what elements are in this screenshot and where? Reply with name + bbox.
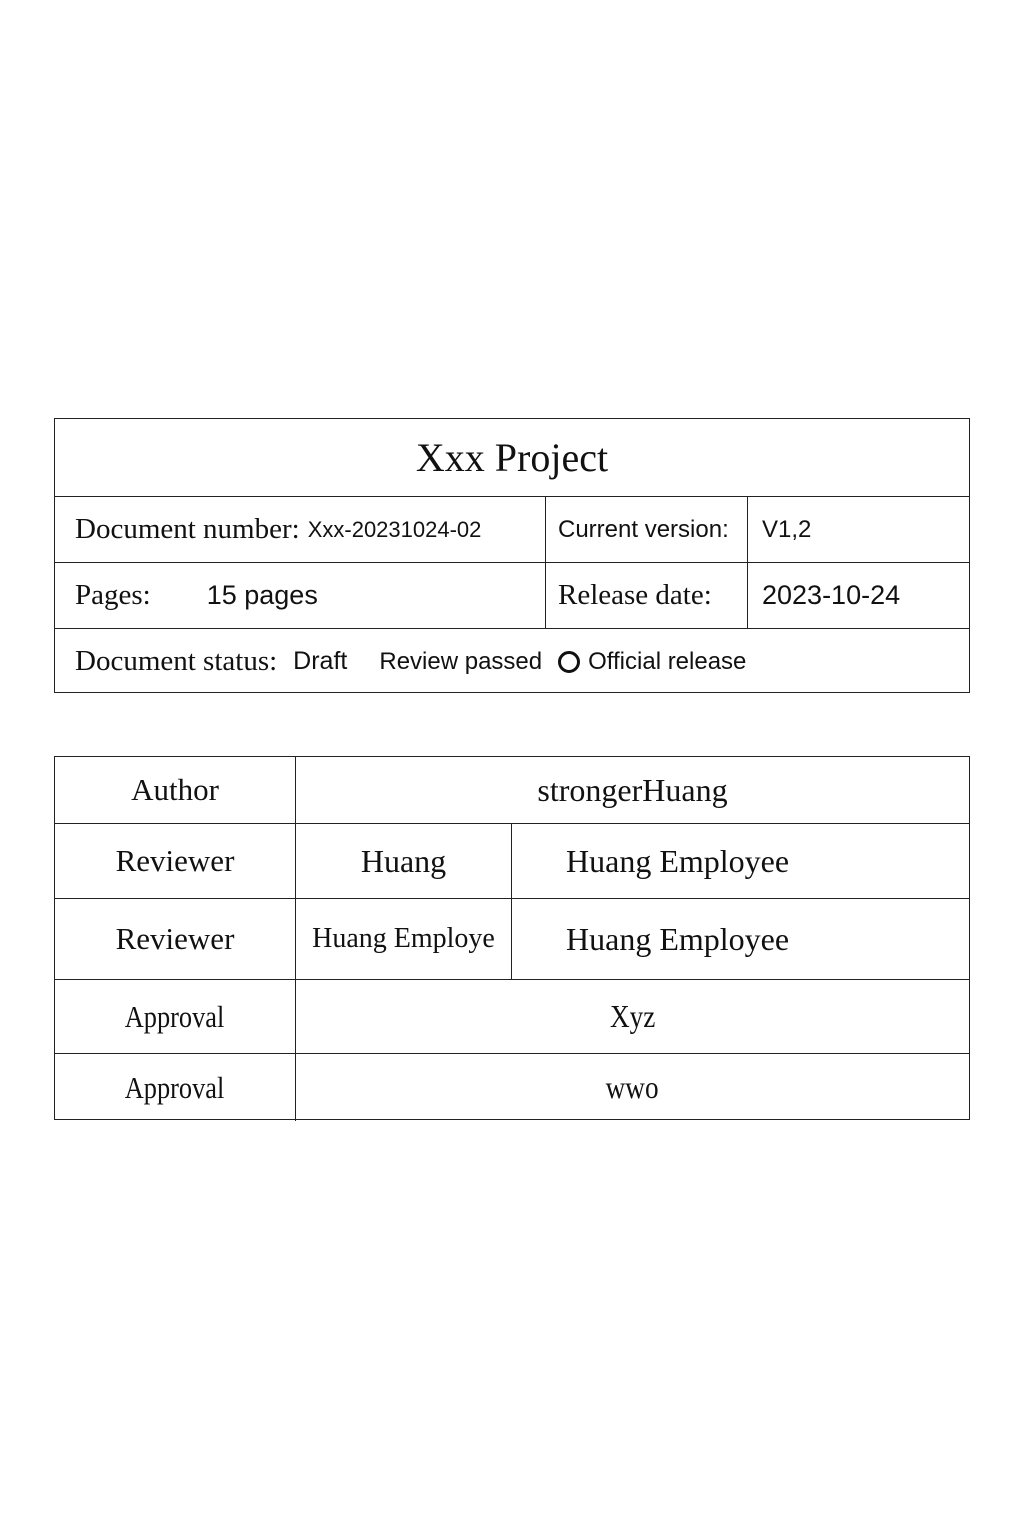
release-date-label-cell: Release date: [545,563,747,628]
status-option-official-release[interactable]: Official release [588,647,747,675]
value-cell: Huang [295,824,511,898]
document-number-value: Xxx-20231024-02 [307,516,482,542]
approver-name: wwo [606,1069,659,1105]
signoff-row-approval: Approval Xyz [55,979,969,1053]
value-cell: Huang Employee [511,899,969,979]
signoff-row-reviewer: Reviewer Huang Employe Huang Employee [55,898,969,979]
approver-name: Xyz [609,998,656,1034]
value-cell: strongerHuang [295,757,969,823]
document-status-cell: Document status: Draft Review passed Off… [55,629,969,694]
signoff-row-approval: Approval wwo [55,1053,969,1121]
pages-value: 15 pages [206,580,318,610]
current-version-value-cell: V1,2 [747,497,969,562]
document-status-label: Document status: [75,645,278,677]
role-cell: Approval [55,980,295,1053]
signoff-row-author: Author strongerHuang [55,757,969,823]
author-name: strongerHuang [537,771,728,808]
role-label: Reviewer [115,843,235,878]
value-cell: Huang Employee [511,824,969,898]
reviewer-name: Huang Employee [566,920,790,957]
current-version-value: V1,2 [762,515,812,543]
value-cell: Huang Employe [295,899,511,979]
pages-cell: Pages: 15 pages [55,563,545,628]
document-number-label: Document number: [75,513,300,545]
reviewer-name: Huang Employee [566,842,790,879]
value-cell: Xyz [295,980,969,1053]
role-label: Approval [125,998,225,1034]
document-info-table: Xxx Project Document number: Xxx-2023102… [54,418,970,693]
release-date-value: 2023-10-24 [762,580,901,610]
status-option-draft[interactable]: Draft [293,647,348,675]
current-version-label-cell: Current version: [545,497,747,562]
release-date-label: Release date: [558,579,712,611]
pages-label: Pages: [75,579,151,611]
document-number-cell: Document number: Xxx-20231024-02 [55,497,545,562]
radio-circle-icon[interactable] [558,650,581,673]
role-label: Author [131,772,219,807]
status-option-review-passed[interactable]: Review passed [379,647,543,675]
project-title: Xxx Project [415,435,609,480]
role-label: Reviewer [115,921,235,956]
reviewer-name: Huang Employe [312,923,495,954]
role-label: Approval [125,1069,225,1105]
role-cell: Reviewer [55,899,295,979]
release-date-value-cell: 2023-10-24 [747,563,969,628]
role-cell: Author [55,757,295,823]
pages-row: Pages: 15 pages Release date: 2023-10-24 [55,562,969,628]
value-cell: wwo [295,1054,969,1121]
current-version-label: Current version: [558,515,729,543]
signoff-table: Author strongerHuang Reviewer Huang Huan… [54,756,970,1121]
role-cell: Reviewer [55,824,295,898]
document-number-row: Document number: Xxx-20231024-02 Current… [55,496,969,562]
reviewer-name: Huang [360,842,447,879]
role-cell: Approval [55,1054,295,1121]
document-status-row: Document status: Draft Review passed Off… [55,628,969,694]
title-row: Xxx Project [55,419,969,496]
signoff-row-reviewer: Reviewer Huang Huang Employee [55,823,969,898]
